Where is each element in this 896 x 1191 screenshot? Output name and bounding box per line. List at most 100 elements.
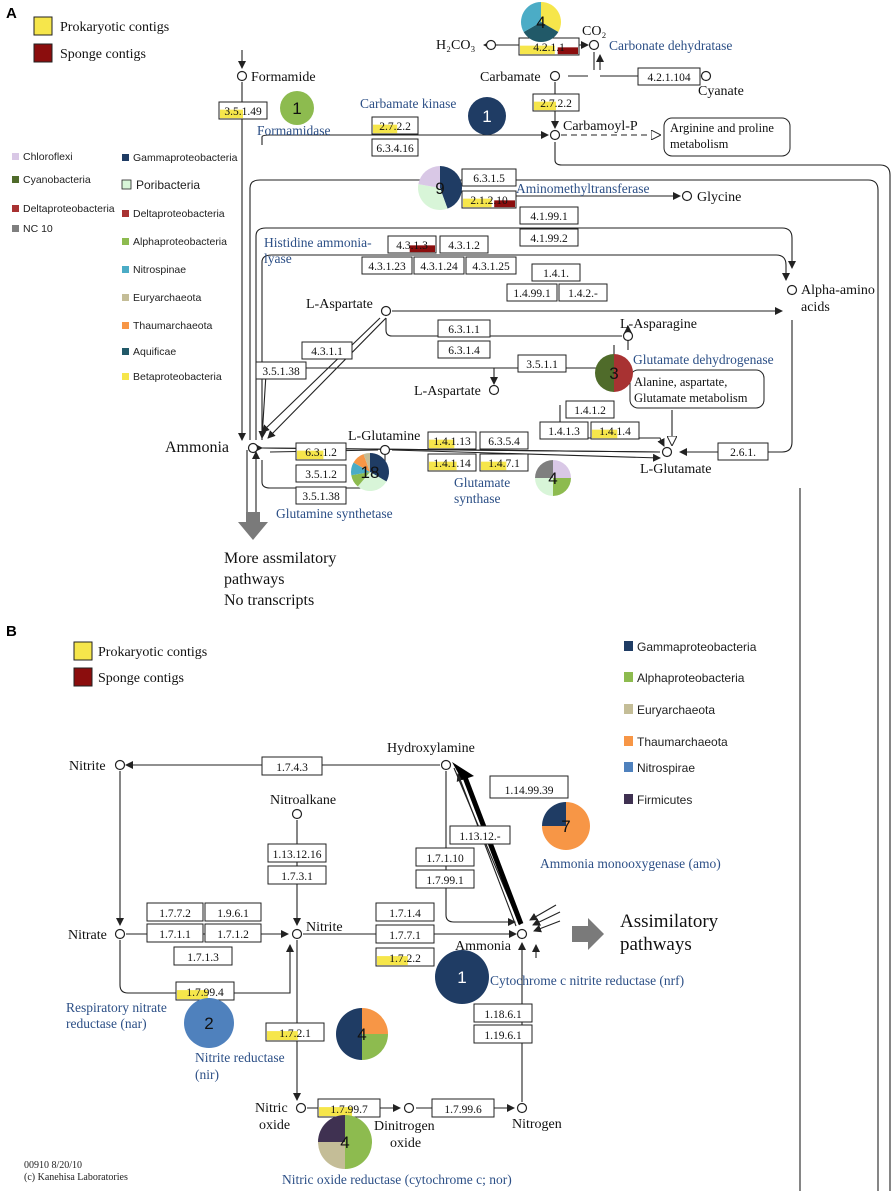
taxon-swatch <box>12 225 19 232</box>
pie-slice <box>418 166 440 188</box>
nitrogen-label: Nitrogen <box>512 1117 562 1132</box>
ec-box[interactable]: 4.3.1.2 <box>439 235 489 254</box>
ec-number: 4.3.1.3 <box>396 240 428 252</box>
ec-number: 1.7.99.7 <box>330 1104 368 1116</box>
panel-a-label: A <box>6 5 17 22</box>
ec-box[interactable]: 1.4.7.1 <box>479 453 529 472</box>
ec-box[interactable]: 1.7.99.6 <box>431 1098 495 1118</box>
ec-number: 2.7.2.2 <box>379 121 411 133</box>
ec-box[interactable]: 3.5.1.1 <box>517 354 567 373</box>
arg-pro-map-box[interactable] <box>663 117 791 157</box>
ec-box[interactable]: 1.7.99.4 <box>175 981 235 1001</box>
ec-box[interactable]: 1.7.1.3 <box>173 946 233 966</box>
ec-box[interactable]: 2.7.2.2 <box>532 93 580 112</box>
ec-box[interactable]: 1.7.1.4 <box>375 902 435 922</box>
ec-box[interactable]: 1.7.7.2 <box>146 902 204 922</box>
ec-box[interactable]: 1.7.99.1 <box>415 869 475 889</box>
ec-number: 1.7.1.2 <box>217 929 249 941</box>
ec-box[interactable]: 1.7.1.2 <box>204 923 262 943</box>
ec-box[interactable]: 6.3.4.16 <box>371 138 419 157</box>
sponge-legend-label: Sponge contigs <box>60 47 146 62</box>
amo-label: Ammonia monooxygenase (amo) <box>540 856 721 871</box>
ec-number: 4.1.99.2 <box>530 233 568 245</box>
ec-box[interactable]: 1.7.1.1 <box>146 923 204 943</box>
assimilatory-label-2: pathways <box>620 934 692 955</box>
pie-count: 1 <box>292 99 301 118</box>
ec-box[interactable]: 1.7.4.3 <box>261 756 323 776</box>
glutamate-synthase-label-2: synthase <box>454 491 501 506</box>
ec-box[interactable]: 4.2.1.1 <box>518 37 580 56</box>
ec-box[interactable]: 1.9.6.1 <box>204 902 262 922</box>
ec-box[interactable]: 1.4.1.2 <box>565 400 615 419</box>
pie-slice <box>553 460 571 478</box>
ec-box[interactable]: 4.3.1.1 <box>301 341 353 360</box>
prokaryotic-legend-label: Prokaryotic contigs <box>60 20 169 35</box>
ec-box[interactable]: 3.5.1.38 <box>255 361 307 380</box>
ec-box[interactable]: 1.7.2.2 <box>375 947 435 967</box>
ec-box[interactable]: 1.7.1.10 <box>415 847 475 867</box>
taxon-label: Betaproteobacteria <box>133 371 222 383</box>
taxon-label: Alphaproteobacteria <box>637 671 745 685</box>
taxa-pie: 4 <box>336 1008 388 1060</box>
ec-box[interactable]: 2.7.2.2 <box>371 116 419 135</box>
ec-number: 3.5.1.49 <box>224 106 262 118</box>
ec-box[interactable]: 4.2.1.104 <box>637 67 701 86</box>
pie-slice <box>318 1115 345 1142</box>
ec-box[interactable]: 1.13.12.- <box>449 825 511 845</box>
ec-box[interactable]: 1.4.1.14 <box>427 453 477 472</box>
ec-box[interactable]: 4.1.99.1 <box>519 206 579 225</box>
ec-box[interactable]: 4.1.99.2 <box>519 228 579 247</box>
ec-box[interactable]: 2.6.1. <box>717 442 769 461</box>
ec-number: 1.7.99.4 <box>186 987 224 999</box>
pie-slice <box>535 478 553 496</box>
ec-box[interactable]: 1.4.1.3 <box>539 421 589 440</box>
ec-box[interactable]: 4.3.1.23 <box>361 256 413 275</box>
ec-box[interactable]: 3.5.1.49 <box>218 101 268 120</box>
ec-box[interactable]: 4.3.1.25 <box>465 256 517 275</box>
l-glutamine-label: L-Glutamine <box>348 429 420 444</box>
ec-number: 4.2.1.1 <box>533 42 565 54</box>
ec-box[interactable]: 1.4.1.4 <box>590 421 640 440</box>
ec-box[interactable]: 3.5.1.38 <box>295 486 347 505</box>
ec-number: 4.2.1.104 <box>647 72 690 84</box>
ec-box[interactable]: 3.5.1.2 <box>295 464 347 483</box>
ec-box[interactable]: 6.3.5.4 <box>479 431 529 450</box>
ec-box[interactable]: 2.1.2.10 <box>461 190 517 209</box>
ec-box[interactable]: 1.4.1. <box>531 263 581 282</box>
ec-box[interactable]: 1.7.99.7 <box>317 1098 381 1118</box>
prokaryotic-swatch-b <box>73 641 93 661</box>
ec-box[interactable]: 6.3.1.5 <box>461 168 517 187</box>
ec-box[interactable]: 6.3.1.4 <box>437 340 491 359</box>
ec-box[interactable]: 6.3.1.1 <box>437 319 491 338</box>
ec-number: 4.3.1.1 <box>311 346 343 358</box>
ec-number: 1.19.6.1 <box>484 1030 522 1042</box>
ec-box[interactable]: 1.4.99.1 <box>506 283 558 302</box>
ala-asp-map-box[interactable] <box>629 369 765 409</box>
nitrite-left-label: Nitrite <box>69 759 106 774</box>
taxon-swatch <box>122 210 129 217</box>
ec-box[interactable]: 4.3.1.3 <box>387 235 437 254</box>
pie-slice <box>521 2 541 32</box>
ec-box[interactable]: 1.7.7.1 <box>375 924 435 944</box>
ec-number: 2.7.2.2 <box>540 98 572 110</box>
ec-box[interactable]: 1.18.6.1 <box>473 1003 533 1023</box>
ala-asp-map-label-2: Glutamate metabolism <box>634 391 748 405</box>
ec-number: 1.9.6.1 <box>217 908 249 920</box>
ec-box[interactable]: 1.13.12.16 <box>267 843 327 863</box>
ec-box[interactable]: 1.4.2.- <box>558 283 608 302</box>
hydroxylamine-label: Hydroxylamine <box>387 741 475 756</box>
ec-box[interactable]: 1.4.1.13 <box>427 431 477 450</box>
taxon-label: Thaumarchaeota <box>637 735 728 749</box>
taxon-label: Thaumarchaeota <box>133 320 213 332</box>
ec-box[interactable]: 1.7.2.1 <box>265 1022 325 1042</box>
ec-box[interactable]: 1.7.3.1 <box>267 865 327 885</box>
ec-box[interactable]: 6.3.1.2 <box>295 442 347 461</box>
ec-box[interactable]: 1.14.99.39 <box>489 775 569 799</box>
ec-box[interactable]: 1.19.6.1 <box>473 1024 533 1044</box>
pie-slice <box>351 472 370 487</box>
ec-number: 1.4.2.- <box>568 288 598 300</box>
taxon-swatch <box>624 704 633 714</box>
pie-slice <box>370 453 389 482</box>
ec-box[interactable]: 4.3.1.24 <box>413 256 465 275</box>
